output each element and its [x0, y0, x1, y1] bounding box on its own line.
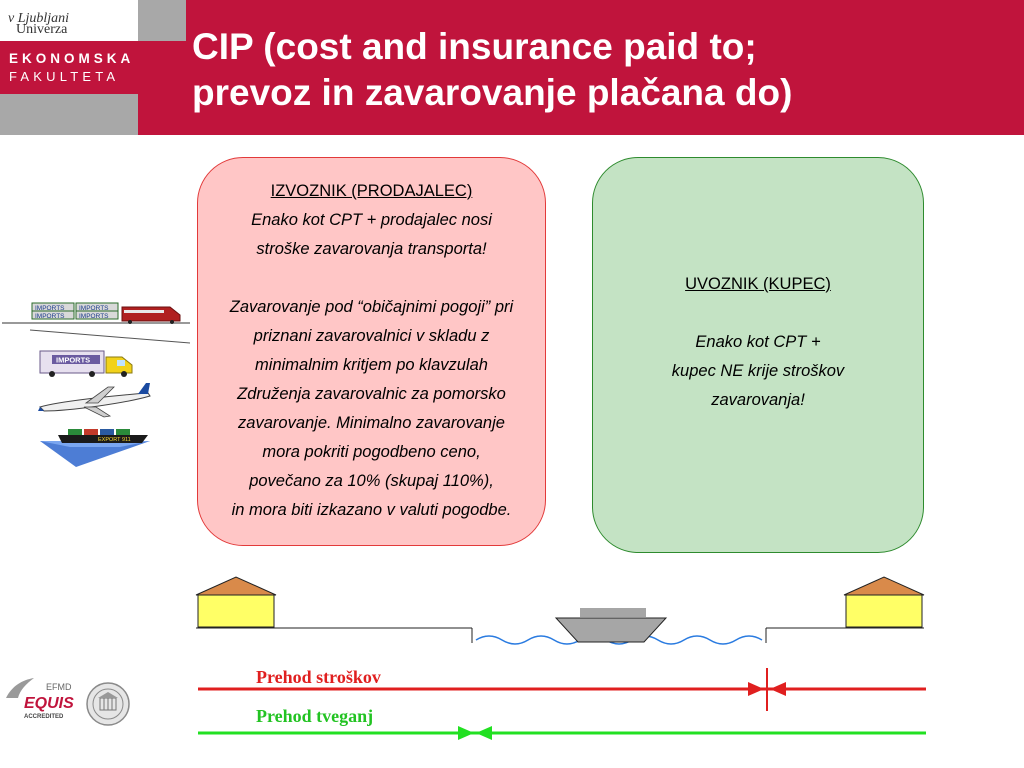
seller-line: minimalnim kritjem po klavzulah [255, 356, 488, 374]
risk-arrow-right [458, 726, 474, 740]
faculty-line-1: EKONOMSKA [9, 51, 135, 66]
accreditation-badges: EFMD EQUIS ACCREDITED [6, 678, 130, 726]
equis-text: EQUIS [24, 695, 74, 712]
costs-arrow-right [748, 682, 764, 696]
seller-line [198, 264, 545, 293]
seller-line: povečano za 10% (skupaj 110%), [249, 472, 494, 490]
title-line-2: prevoz in zavarovanje plačana do) [192, 72, 793, 113]
buyer-line: Enako kot CPT + [695, 333, 821, 351]
buyer-heading: UVOZNIK (KUPEC) [685, 275, 831, 293]
accredited-text: ACCREDITED [24, 714, 64, 720]
risk-transfer-label: Prehod tveganj [256, 706, 374, 726]
truck-icon: IMPORTS [39, 350, 133, 377]
seller-box: IZVOZNIK (PRODAJALEC) Enako kot CPT + pr… [197, 157, 546, 546]
seller-heading: IZVOZNIK (PRODAJALEC) [270, 182, 473, 200]
seller-warehouse-icon [195, 576, 277, 628]
seller-line: priznani zavarovalnici v skladu z [253, 327, 490, 345]
truck-label: IMPORTS [56, 356, 90, 365]
ship-icon: EXPORT 911 [40, 429, 150, 467]
slide-header: Univerza v Ljubljani EKONOMSKA FAKULTETA… [0, 0, 1024, 135]
airplane-icon [38, 383, 151, 418]
ship-label: EXPORT 911 [98, 437, 131, 443]
university-name: Univerza [16, 22, 68, 37]
buyer-line: zavarovanja! [711, 391, 805, 409]
train-icon: IMPORTS IMPORTS IMPORTS IMPORTS [2, 302, 191, 344]
slide-title: CIP (cost and insurance paid to; prevoz … [192, 24, 1012, 116]
train-label: IMPORTS [35, 305, 65, 312]
university-logo: Univerza v Ljubljani [0, 0, 138, 41]
efmd-text: EFMD [46, 682, 72, 692]
water-waves [475, 635, 763, 645]
seller-line: in mora biti izkazano v valuti pogodbe. [231, 501, 512, 519]
seller-line: Enako kot CPT + prodajalec nosi [251, 211, 492, 229]
train-label: IMPORTS [79, 305, 109, 312]
seal-icon [86, 682, 130, 726]
costs-arrow-left [770, 682, 786, 696]
equis-logo: EFMD EQUIS ACCREDITED [6, 678, 74, 720]
costs-transfer-label: Prehod stroškov [256, 667, 381, 687]
seller-line: stroške zavarovanja transporta! [256, 240, 487, 258]
buyer-box: UVOZNIK (KUPEC) Enako kot CPT + kupec NE… [592, 157, 924, 553]
seller-line: Zavarovanje pod “običajnimi pogoji” pri [229, 298, 514, 316]
risk-arrow-left [476, 726, 492, 740]
ship-icon [554, 608, 668, 643]
train-label: IMPORTS [79, 313, 109, 320]
seller-line: mora pokriti pogodbeno ceno, [262, 443, 481, 461]
cost-risk-transfer-diagram [195, 576, 926, 740]
faculty-line-2: FAKULTETA [9, 69, 120, 84]
seller-line: zavarovanje. Minimalno zavarovanje [238, 414, 505, 432]
transport-modes-illustration: IMPORTS IMPORTS IMPORTS IMPORTS IMPORTS … [2, 302, 191, 467]
buyer-line: kupec NE krije stroškov [671, 362, 845, 380]
university-name-italic: v Ljubljani [8, 11, 70, 26]
header-grey-block [0, 94, 138, 135]
buyer-warehouse-icon [843, 576, 925, 628]
seller-line: Združenja zavarovalnic za pomorsko [237, 385, 506, 403]
header-grey-block-top [138, 0, 186, 41]
buyer-line [593, 299, 923, 328]
faculty-logo: EKONOMSKA FAKULTETA [0, 41, 138, 94]
title-line-1: CIP (cost and insurance paid to; [192, 26, 757, 67]
train-label: IMPORTS [35, 313, 65, 320]
